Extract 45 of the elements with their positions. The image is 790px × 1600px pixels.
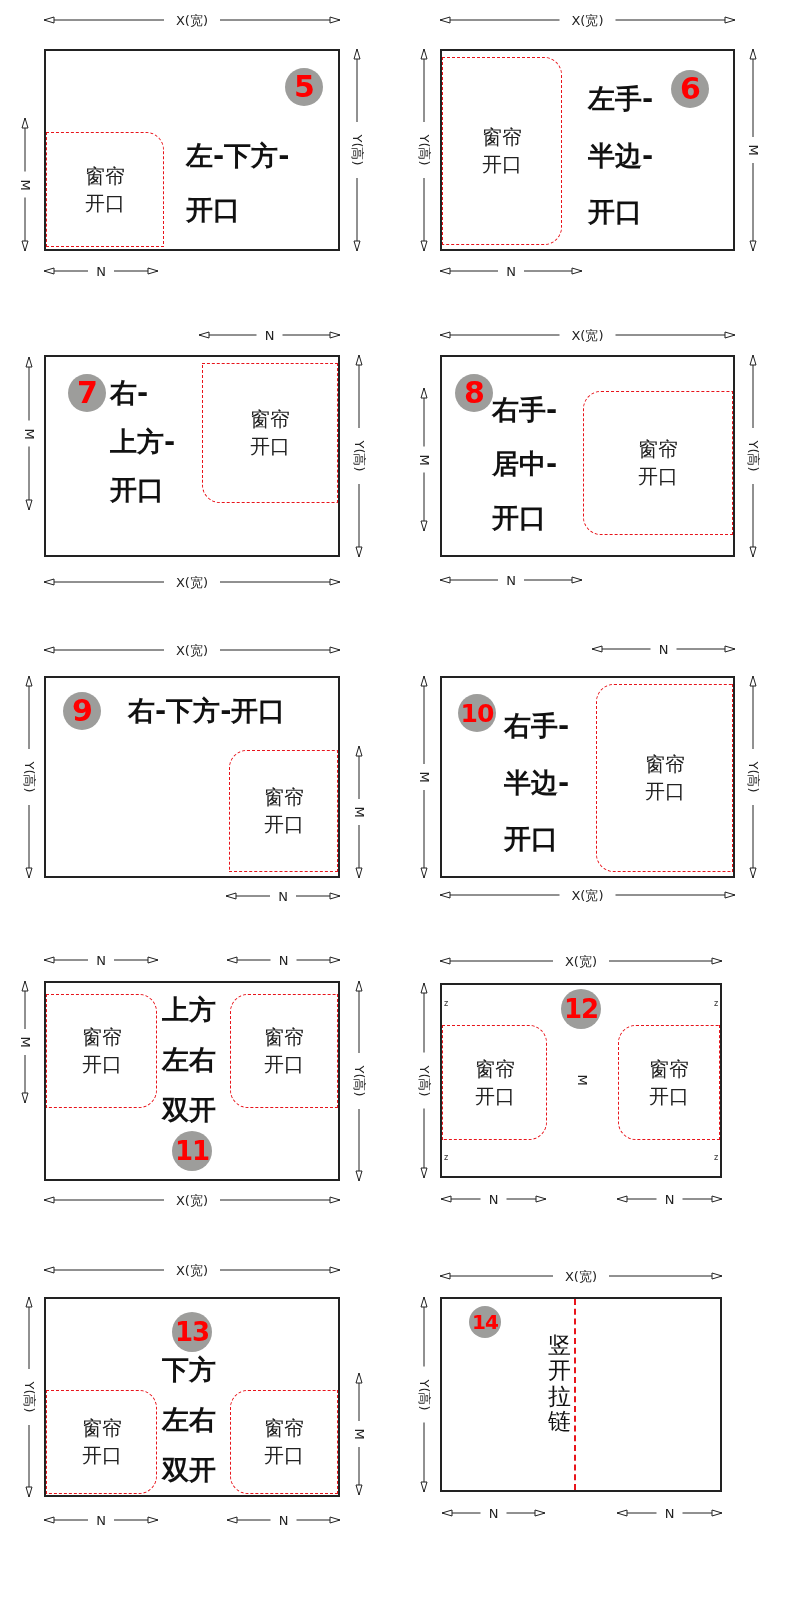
opening-label: 左手-半边-开口 xyxy=(588,82,655,230)
window-panel xyxy=(440,49,735,251)
window-panel xyxy=(440,355,735,557)
number-badge: 14 xyxy=(469,1306,501,1338)
opening-label: 右手-居中-开口 xyxy=(492,393,559,535)
curtain-opening: 窗帘开口 xyxy=(230,994,338,1108)
curtain-opening: 窗帘开口 xyxy=(596,684,733,872)
number-badge: 12 xyxy=(561,989,601,1029)
opening-label: 右-上方-开口 xyxy=(110,376,177,508)
window-panel xyxy=(440,676,735,878)
number-badge: 9 xyxy=(63,692,101,730)
curtain-opening: 窗帘开口 xyxy=(230,1390,338,1494)
number-badge: 11 xyxy=(172,1131,212,1171)
window-panel xyxy=(44,49,340,251)
opening-label: 右手-半边-开口 xyxy=(504,709,571,857)
opening-label: 竖开拉链 xyxy=(548,1333,571,1435)
opening-label: 上方左右双开 xyxy=(162,993,216,1127)
dimension-label: z xyxy=(712,1153,720,1162)
curtain-opening: 窗帘开口 xyxy=(618,1025,720,1140)
opening-label: 左-下方-开口 xyxy=(186,139,291,227)
dimension-label: z xyxy=(442,1153,450,1162)
window-panel xyxy=(44,1297,340,1497)
dimension-label: z xyxy=(712,1000,720,1008)
window-panel xyxy=(440,983,722,1178)
number-badge: 5 xyxy=(285,68,323,106)
curtain-opening: 窗帘开口 xyxy=(46,994,157,1108)
curtain-opening: 窗帘开口 xyxy=(442,57,562,245)
curtain-opening: 窗帘开口 xyxy=(46,1390,157,1494)
number-badge: 13 xyxy=(172,1312,212,1352)
dimension-label: z xyxy=(442,1000,450,1008)
curtain-opening: 窗帘开口 xyxy=(583,391,733,535)
curtain-opening: 窗帘开口 xyxy=(202,363,338,503)
curtain-opening: 窗帘开口 xyxy=(46,132,164,247)
number-badge: 7 xyxy=(68,374,106,412)
opening-label: 右-下方-开口 xyxy=(128,694,287,728)
number-badge: 6 xyxy=(671,70,709,108)
curtain-opening: 窗帘开口 xyxy=(229,750,338,872)
opening-label: 下方左右双开 xyxy=(162,1353,216,1487)
window-panel xyxy=(44,676,340,878)
window-panel xyxy=(440,1297,722,1492)
number-badge: 10 xyxy=(458,694,496,732)
window-panel xyxy=(44,981,340,1181)
number-badge: 8 xyxy=(455,374,493,412)
curtain-opening: 窗帘开口 xyxy=(442,1025,547,1140)
window-panel xyxy=(44,355,340,557)
